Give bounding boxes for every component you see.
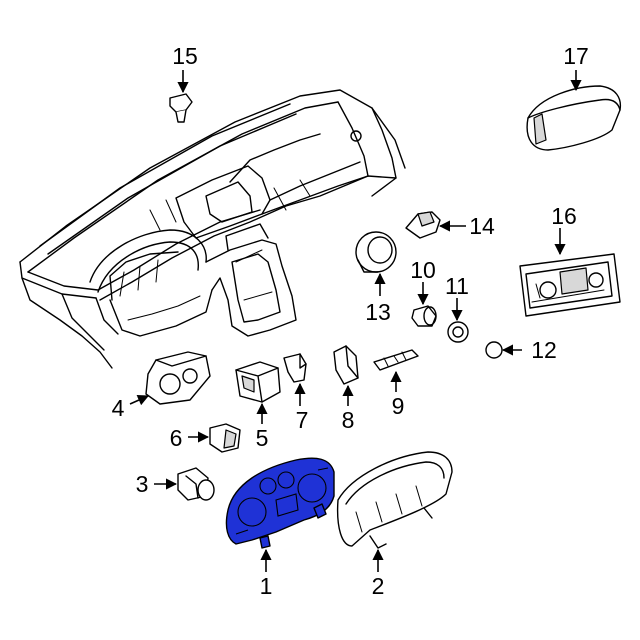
callout-9: 9 [392,393,405,419]
callout-13: 13 [365,299,391,325]
part-1-instrument-cluster [225,457,335,549]
callout-7: 7 [296,407,309,433]
callout-8: 8 [342,407,355,433]
callout-2: 2 [372,573,385,599]
part-12-clip [485,341,503,359]
part-9-switch-strip [373,349,419,371]
part-7-connector [283,353,307,383]
part-5-switch [235,361,281,403]
callout-1: 1 [260,573,273,599]
callout-16: 16 [551,203,577,229]
callout-labels: 1 2 3 4 5 6 7 8 9 10 11 12 13 14 15 16 1… [112,43,589,599]
leader-lines [129,70,582,572]
part-10-socket [411,305,437,327]
dashboard-outline [19,89,406,369]
part-17-airbag-module [526,85,622,151]
callout-6: 6 [170,425,183,451]
part-8-bracket [333,345,359,385]
callout-11: 11 [445,273,469,299]
callout-12: 12 [531,337,557,363]
part-6-switch [209,423,241,453]
part-16-control-panel [519,253,621,317]
callout-14: 14 [469,213,495,239]
callout-5: 5 [256,425,269,451]
part-3-lock-cylinder [177,467,215,501]
part-11-knob [447,321,469,343]
callout-17: 17 [563,43,589,69]
callout-15: 15 [172,43,198,69]
part-4-headlamp-switch [145,351,211,405]
part-14-switch [405,211,441,239]
part-13-knob [355,231,397,273]
part-15-clip [169,93,193,123]
part-2-cluster-lens [336,451,453,549]
callout-10: 10 [410,257,436,283]
callout-4: 4 [112,395,125,421]
callout-3: 3 [136,471,149,497]
